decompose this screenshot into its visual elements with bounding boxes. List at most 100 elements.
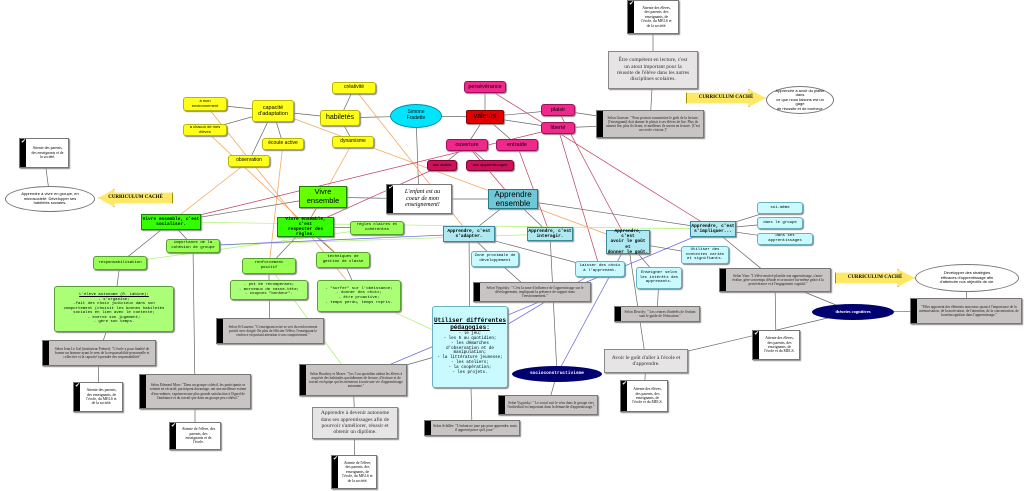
quote-vygotsky-2: Selon Vygotsky: " Le social suit le vécu… [498, 395, 598, 415]
node-habiletes[interactable]: habiletés [320, 110, 360, 126]
node-perseverance[interactable]: persévérance [464, 81, 506, 93]
connector-apprendre-impliquer [512, 198, 714, 230]
node-gout-ecole[interactable]: Avoir le goût d'aller à l'école et d'app… [604, 349, 688, 373]
node-socioconstructivisme[interactable]: socioconstructivisme [512, 366, 602, 382]
node-text: L'enfant est au coeur de mon enseignemen… [404, 188, 441, 209]
node-text: Attente des parents, des enseignants et … [31, 146, 64, 160]
cloud-plaisir: Apprendre à avoir du plaisir dans ce que… [766, 86, 834, 114]
quote-schiller: Selon Schiller: "L'enfant ne joue pas po… [424, 420, 520, 436]
node-text: - le jeu; - les 5 au quotidien; - les dé… [437, 332, 503, 375]
node-sadapter[interactable]: Apprendre, c'est s'adapter. [443, 226, 495, 242]
quote-vygotsky-1: Selon Vygotsky: " C'est la zone d'influe… [473, 282, 591, 302]
node-soi-meme[interactable]: soi-même [757, 202, 803, 214]
node-liberte[interactable]: liberté [541, 122, 575, 134]
node-vivre-ensemble[interactable]: Vivre ensemble [299, 186, 347, 208]
connector-gout-avoir_gout [627, 241, 647, 362]
node-creativite[interactable]: créativité [332, 82, 376, 94]
quote-edmond-marc: Selon Edmond Marc: "Dans un groupe cohés… [139, 374, 251, 409]
check-icon: ✔ [75, 383, 81, 389]
node-regles-claires[interactable]: règles claires et cohérentes [350, 221, 404, 235]
check-icon: ✔ [333, 456, 339, 462]
node-laisser-choix[interactable]: Laisser des choix à l'apprenant. [575, 261, 625, 277]
connector-cohesion-marc [192, 245, 196, 392]
node-environnement[interactable]: à mon environnement [183, 97, 227, 111]
node-dynamisme[interactable]: dynamisme [332, 136, 374, 148]
node-chacun-eleves[interactable]: à chacun de mes élèves [183, 124, 227, 136]
node-text: Attente des élèves, des parents, des ens… [641, 6, 672, 28]
node-entraide[interactable]: entraide [496, 139, 538, 151]
attente-box-mid-2: ✔ Attente des élèves, des parents, des en… [620, 380, 668, 412]
curriculum-cache-arrow-top: CURRICULUM CACHÉ [686, 89, 766, 107]
quote-boushey-moser: Selon Boushey et Moser: "Les 5 au quotid… [299, 364, 407, 396]
node-plaisir[interactable]: plaisir [541, 104, 575, 116]
quote-decroly: Selon Decroly: " Les centres d'intérêts … [614, 306, 700, 322]
node-socialiser[interactable]: Vivre ensemble, c'est socialiser. [141, 214, 201, 230]
node-responsabilisation[interactable]: responsabilisation [93, 256, 147, 270]
check-icon: ✔ [21, 139, 27, 145]
check-icon: ✔ [754, 331, 760, 337]
cloud-vivre-groupe: Apprendre à vivre en groupe, en microsoc… [5, 186, 95, 212]
node-pot-recompenses[interactable]: - pot de récompenses; - morceaux de cass… [230, 280, 308, 300]
curriculum-cache-arrow-right: CURRICULUM CACHÉ [835, 269, 915, 287]
node-theories-cognitives[interactable]: théories cognitives [812, 304, 894, 320]
attente-box-left: ✔ Attente des parents, des enseignants et… [19, 138, 69, 168]
node-respecter-regles[interactable]: Vivre ensemble, c'est respecter des règl… [277, 217, 334, 237]
node-devenir-autonome[interactable]: Apprendre à devenir autonome dans ses ap… [312, 407, 398, 439]
connector-liberte-choix [557, 127, 601, 270]
quote-giasson: Selon Giasson: " Pour pouvoir transmettr… [596, 110, 704, 138]
node-aux-apprentissages[interactable]: aux apprentissages [466, 160, 514, 171]
node-text: Attente de l'élève, des parents, des ens… [181, 427, 216, 445]
check-icon: ✔ [388, 185, 394, 191]
node-text: - s'organise; -fait des choix judicieux … [63, 297, 165, 325]
node-text: Attente de l'élève, des parents, des ens… [342, 461, 373, 483]
attente-box-mid: ✔ Attente des élèves, des parents, des en… [752, 330, 800, 360]
check-icon: ✔ [622, 381, 628, 387]
connector-cohesion-interagir [192, 233, 551, 247]
node-apprendre-ensemble[interactable]: Apprendre ensemble [488, 189, 538, 209]
node-avoir-gout[interactable]: Apprendre, c'est avoir le goût et donner… [606, 229, 650, 255]
node-dans-apprentissages[interactable]: dans ses apprentissages [757, 233, 813, 245]
node-differentes-pedagogies[interactable]: Utiliser différentes pédagogies:- le jeu… [432, 306, 508, 388]
quote-jean-le-gal: Selon Jean Le Gal (instituteur Freinet):… [42, 340, 156, 366]
connector-observation-socialiser [170, 160, 250, 223]
check-icon: ✔ [629, 1, 635, 7]
curriculum-cache-arrow-left: CURRICULUM CACHÉ [98, 189, 173, 207]
node-aux-autres[interactable]: aux autres [427, 160, 457, 171]
node-ecoute-active[interactable]: écoute active [262, 138, 304, 150]
node-valeurs[interactable]: valeurs [466, 110, 504, 124]
node-interets-apprenants[interactable]: Enseigner selon les intérêts des apprena… [636, 267, 682, 289]
node-contextes-varies[interactable]: Utiliser des contextes variés et signifi… [681, 246, 729, 264]
node-simpliquer[interactable]: Apprendre, c'est s'impliquer... [690, 221, 736, 237]
node-zone-proximale[interactable]: Zone proximale de développement [471, 251, 519, 267]
quote-st-laurent: Selon St-Laurent: "L'enseignant avisé se… [216, 318, 324, 344]
node-surfer-obeissance[interactable]: - "surfer" sur l'obéissance; - donner de… [317, 280, 401, 312]
node-dans-groupe[interactable]: dans le groupe [757, 217, 803, 229]
node-techniques-gestion[interactable]: techniques de gestion de classe [316, 252, 370, 268]
node-renforcement-positif[interactable]: renforcement positif [242, 258, 296, 274]
node-eleve-autonome[interactable]: L'élève autonome (R. Labine):- s'organis… [54, 286, 174, 332]
quote-elles-apportent: "Elles apportent des éléments nouveaux q… [910, 298, 1022, 324]
node-text: Attente des élèves, des parents, des ens… [632, 387, 663, 405]
attente-box-top: ✔ Attente des élèves, des parents, des en… [627, 0, 679, 34]
node-ouverture[interactable]: ouverture [446, 139, 488, 151]
node-observation[interactable]: observation [228, 155, 270, 167]
attente-box-bottom: ✔Attente de l'élève, des parents, des en… [331, 455, 377, 489]
node-capacite-adaptation[interactable]: capacité d'adaptation [252, 100, 294, 122]
attente-box-parents: ✔ Attente des parents, des enseignants, d… [73, 382, 123, 412]
node-text: Attente des parents, des enseignants, de… [86, 388, 117, 406]
node-text: Attente des élèves, des parents, des ens… [764, 336, 795, 354]
central-node[interactable]: Simone Fradette [390, 104, 442, 128]
quote-viau: Selon Viau: "L'élève motivé planifie son… [719, 268, 831, 292]
node-title: Utiliser différentes pédagogies: [433, 317, 506, 332]
node-enfant-coeur[interactable]: ✔ L'enfant est au coeur de mon enseigneme… [386, 184, 452, 214]
connector-ecoute-renforcement [268, 143, 284, 267]
cloud-strategies: Développer des stratégies efficaces d'ap… [915, 264, 1019, 292]
attente-box-ecole: ✔ Attente de l'élève, des parents, des en… [169, 422, 221, 450]
node-interagir[interactable]: Apprendre, c'est interagir. [527, 227, 573, 241]
node-cohesion-groupe[interactable]: importance de la cohésion de groupe [166, 239, 220, 253]
check-icon: ✔ [171, 423, 177, 429]
connector-dynamisme-respecter [305, 141, 354, 228]
node-competent-lecture[interactable]: Être compétent en lecture, c'est un atou… [608, 51, 698, 89]
